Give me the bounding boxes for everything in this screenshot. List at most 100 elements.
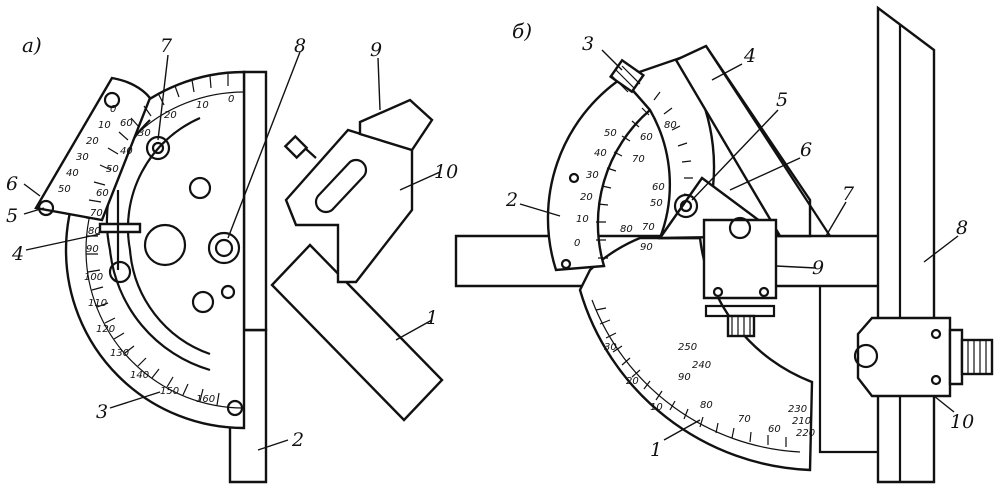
- main-scale-ticks: [85, 74, 229, 406]
- figure-b: б) 30 20 10 80 70 60 90 240 250 230 210 …: [454, 5, 994, 484]
- fan-scale-inner-50: 50: [650, 198, 663, 209]
- leader-a-5: [23, 207, 45, 215]
- leader-b-9: [775, 265, 817, 269]
- callout-b-8: 8: [956, 217, 968, 239]
- callout-a-2: 2: [291, 429, 304, 451]
- callout-a-10: 10: [434, 161, 458, 183]
- outer-scale-20: 20: [626, 376, 639, 387]
- outer-scale-60: 60: [768, 424, 781, 435]
- screw-8-outer: [207, 231, 241, 265]
- holder-10-knob-knurl: [967, 340, 987, 374]
- fan-scale-inner-80: 80: [620, 224, 633, 235]
- main-scale-60: 60: [96, 188, 109, 199]
- inner-scale-220: 220: [796, 428, 815, 439]
- vernier-50: 50: [58, 184, 71, 195]
- main-scale-30: 30: [138, 128, 151, 139]
- leader-a-7: [157, 54, 169, 141]
- leader-b-7: [825, 201, 847, 237]
- vernier-b-40: 40: [594, 148, 607, 159]
- screw-bottom: [226, 399, 244, 417]
- vernier-screw-bottom: [37, 199, 55, 217]
- clamp-9-rivet-left: [712, 286, 724, 298]
- callout-a-9: 9: [370, 39, 382, 61]
- main-scale-70: 70: [90, 208, 103, 219]
- holder-10-screw: [853, 343, 879, 369]
- inner-scale-250: 250: [678, 342, 697, 353]
- leader-a-6: [23, 183, 41, 197]
- outer-scale-70: 70: [738, 414, 751, 425]
- callout-a-6: 6: [6, 173, 18, 195]
- leader-b-10: [933, 395, 955, 413]
- outer-scale-10: 10: [650, 402, 663, 413]
- leader-b-5: [691, 109, 779, 201]
- outer-scale-80: 80: [700, 400, 713, 411]
- main-scale-100: 100: [84, 272, 103, 283]
- clamp-9-knob: [726, 314, 756, 338]
- center-hole: [143, 223, 187, 267]
- hole-lower: [191, 290, 215, 314]
- holder-10-plate: [948, 328, 964, 386]
- callout-b-4: 4: [743, 45, 756, 67]
- inner-scale-230: 230: [788, 404, 807, 415]
- main-scale-150: 150: [160, 386, 179, 397]
- callout-b-10: 10: [950, 411, 974, 433]
- vernier-b-10: 10: [576, 214, 589, 225]
- fan-scale-70: 70: [632, 154, 645, 165]
- fan-scale-90: 90: [640, 242, 653, 253]
- scale-1-arc: [591, 299, 801, 453]
- callout-b-5: 5: [776, 89, 788, 111]
- main-scale-110: 110: [88, 298, 107, 309]
- ruler-7-step: [818, 286, 878, 454]
- scale-1: [578, 236, 814, 472]
- hole-upper: [188, 176, 212, 200]
- main-scale-20: 20: [164, 110, 177, 121]
- figure-a: а) 0: [6, 33, 458, 484]
- leader-b-6: [729, 157, 801, 191]
- holder-10: [856, 316, 952, 398]
- leader-b-4: [711, 63, 743, 81]
- screw-5-outer: [673, 193, 699, 219]
- fan-scale-80: 80: [664, 120, 677, 131]
- clamp-9-screw: [728, 216, 752, 240]
- callout-b-1: 1: [650, 439, 662, 461]
- vernier-b-30: 30: [586, 170, 599, 181]
- holder-10-rivet-top: [930, 328, 942, 340]
- callout-a-5: 5: [6, 205, 18, 227]
- inner-scale-240: 240: [692, 360, 711, 371]
- vernier-b-50: 50: [604, 128, 617, 139]
- callout-a-3: 3: [96, 401, 108, 423]
- leader-a-9: [377, 57, 381, 111]
- main-scale-0: 0: [228, 94, 234, 105]
- ruler-1: [270, 243, 444, 422]
- vernier-60: 60: [120, 118, 133, 129]
- callout-a-1: 1: [426, 307, 438, 329]
- scale-inner-arc: [85, 91, 245, 409]
- screw-8-inner: [214, 238, 234, 258]
- leader-b-3: [601, 49, 623, 71]
- main-scale-40: 40: [120, 146, 133, 157]
- vernier-screw-top: [103, 91, 121, 109]
- fan-scale-inner-70: 70: [642, 222, 655, 233]
- fan-scale-inner-60: 60: [652, 182, 665, 193]
- main-scale-80: 80: [88, 226, 101, 237]
- knurled-screw-3: [608, 58, 646, 94]
- main-scale-160: 160: [196, 394, 215, 405]
- main-scale-140: 140: [130, 370, 149, 381]
- main-scale-90: 90: [86, 244, 99, 255]
- vernier-20: 20: [86, 136, 99, 147]
- knurled-screw-3-pattern: [611, 65, 641, 93]
- callout-b-7: 7: [842, 183, 855, 205]
- callout-b-2: 2: [505, 189, 518, 211]
- main-scale-50: 50: [106, 164, 119, 175]
- leader-a-10: [399, 171, 441, 191]
- vernier-30: 30: [76, 152, 89, 163]
- clamp-9-knob-knurl: [731, 316, 751, 336]
- clamp-9: [702, 218, 778, 300]
- hole-small: [220, 284, 236, 300]
- callout-b-3: 3: [582, 33, 594, 55]
- leader-a-4: [25, 233, 101, 251]
- blade-4-edge: [705, 45, 831, 237]
- holder-10-rivet-bottom: [930, 374, 942, 386]
- leader-a-2: [257, 439, 289, 451]
